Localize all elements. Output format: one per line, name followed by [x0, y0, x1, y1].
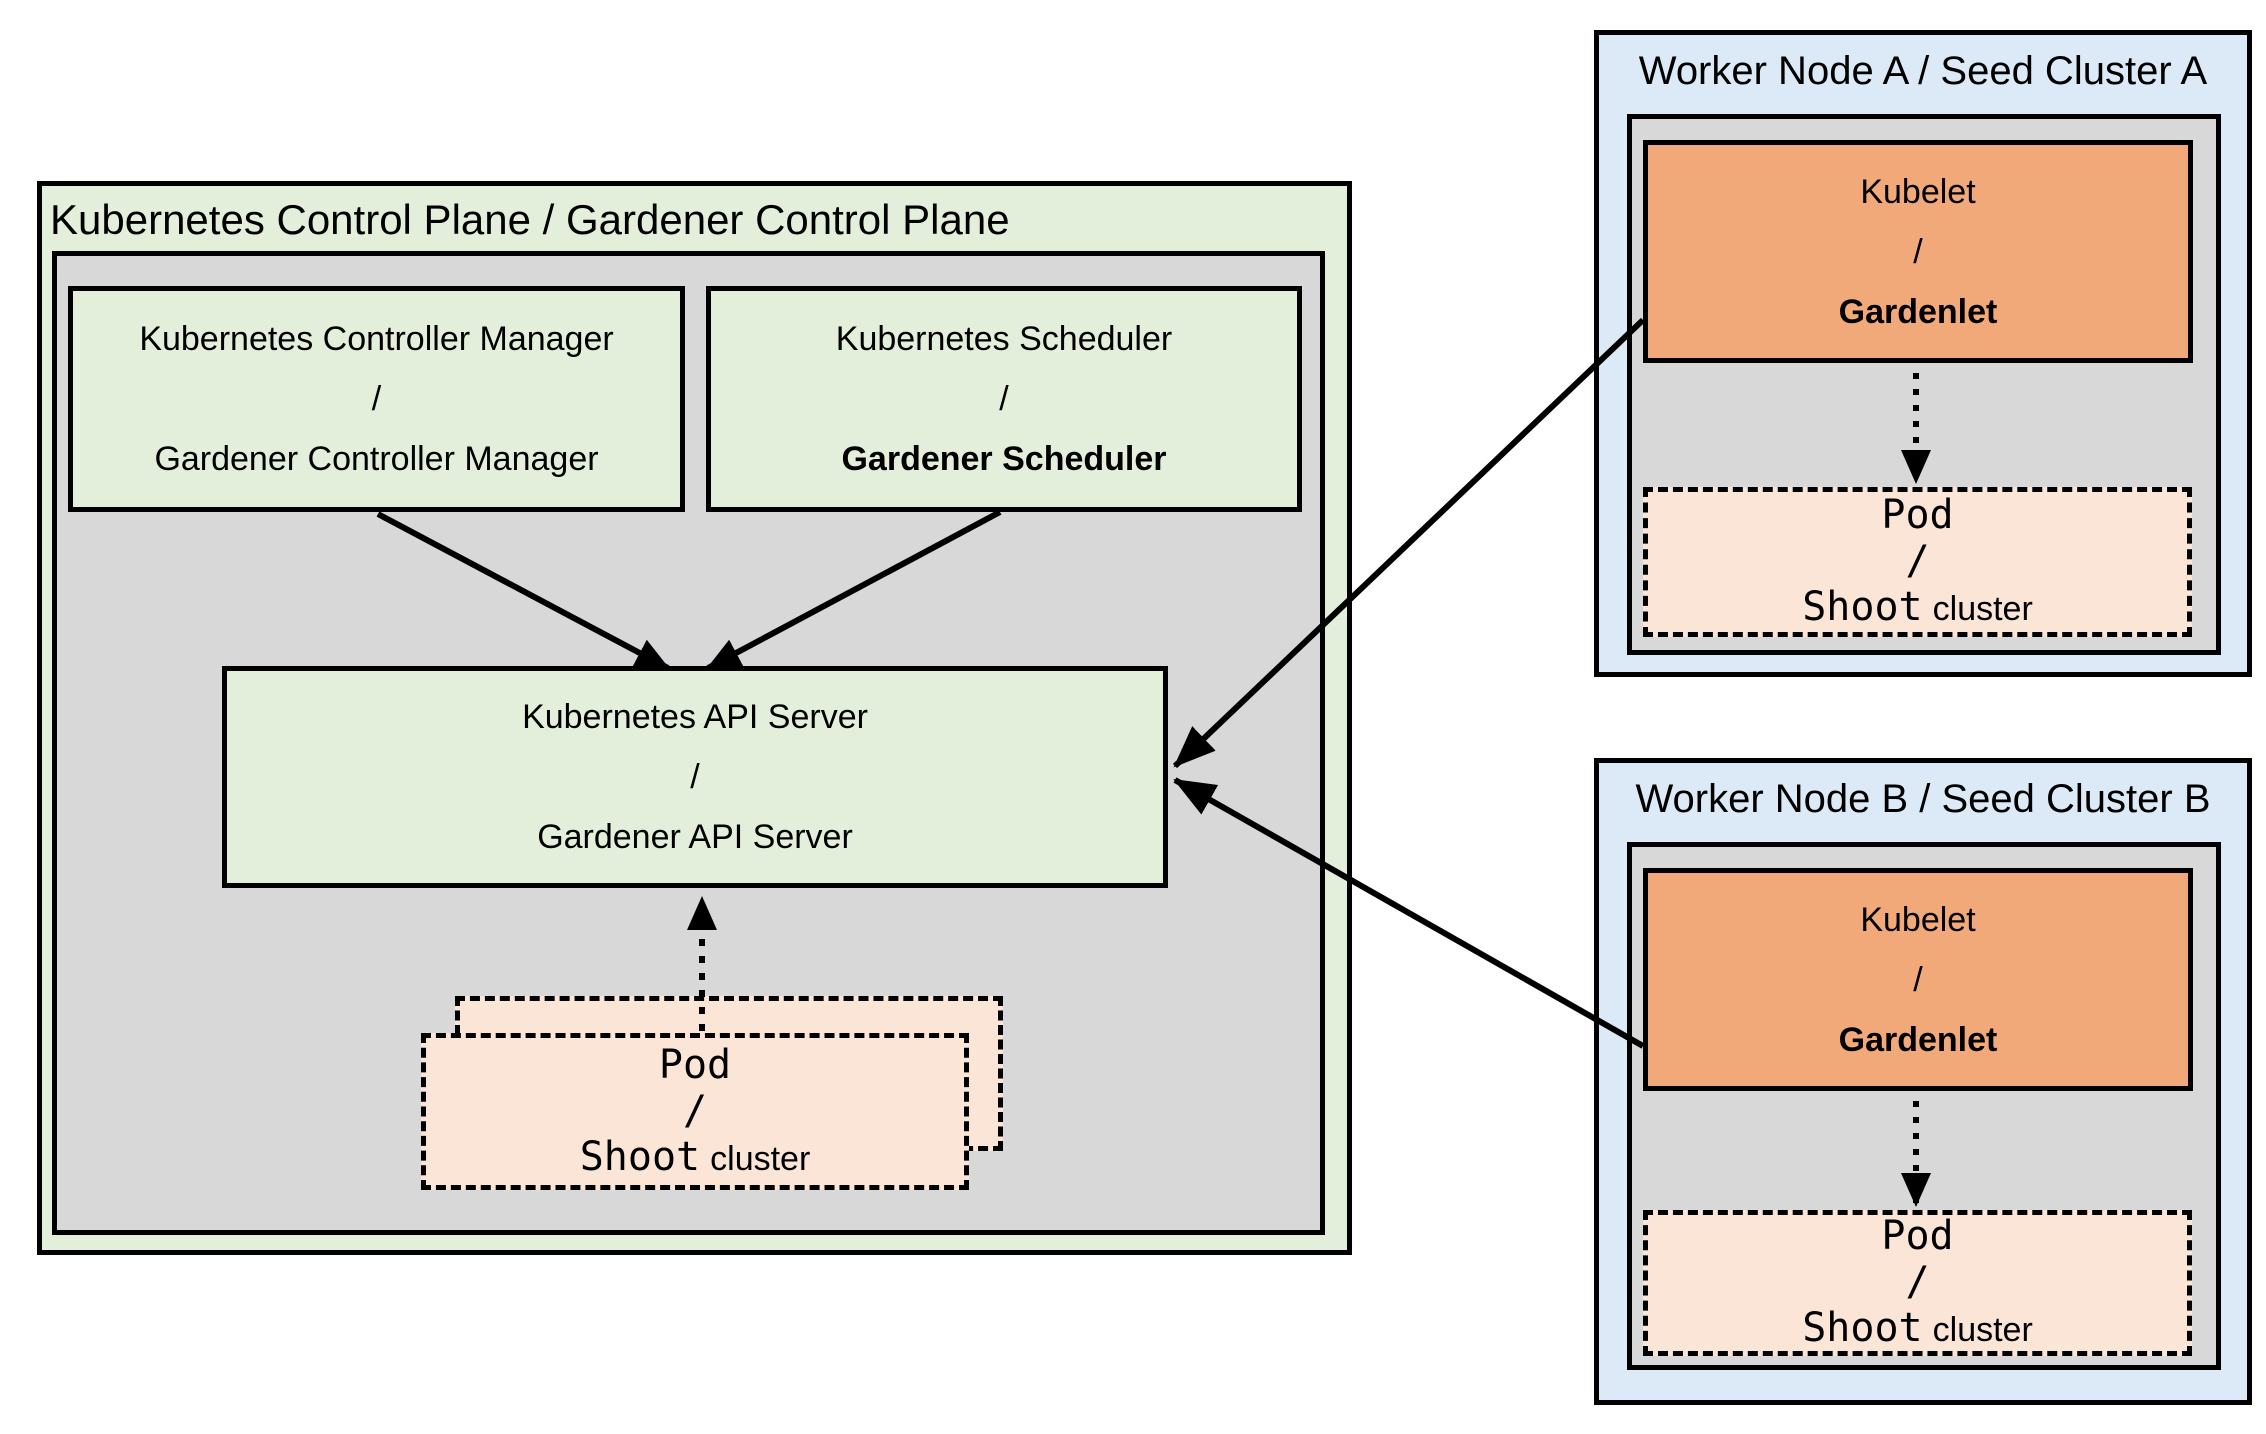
- controller-manager-label-top: Kubernetes Controller Manager: [139, 320, 614, 358]
- control-plane-title: Kubernetes Control Plane / Gardener Cont…: [50, 196, 1010, 243]
- kubelet-a-label-top: Kubelet: [1860, 172, 1976, 211]
- kubelet-a-box: Kubelet / Gardenlet: [1643, 140, 2193, 363]
- worker-node-b-title: Worker Node B / Seed Cluster B: [1635, 777, 2211, 821]
- pod-label-top: Pod: [658, 1041, 732, 1088]
- kubelet-b-label-top: Kubelet: [1860, 900, 1976, 939]
- pod-b-label-top: Pod: [1881, 1213, 1954, 1259]
- kubelet-a-label-sep: /: [1913, 232, 1923, 271]
- pod-a-label-sep: /: [1905, 538, 1930, 584]
- pod-b-label-shoot: Shoot: [1802, 1305, 1923, 1351]
- pod-a-label-shoot: Shoot: [1802, 584, 1923, 630]
- pod-a-label-cluster: cluster: [1932, 590, 2033, 628]
- controller-manager-box: Kubernetes Controller Manager / Gardener…: [68, 286, 685, 512]
- pod-b-label-cluster: cluster: [1932, 1311, 2033, 1349]
- pod-label-shoot: Shoot: [579, 1133, 701, 1180]
- kubelet-b-label-sep: /: [1913, 960, 1923, 999]
- api-server-label-sep: /: [690, 758, 700, 796]
- api-server-label-top: Kubernetes API Server: [522, 698, 868, 736]
- kubelet-b-label-bottom: Gardenlet: [1838, 1020, 1998, 1059]
- kubelet-a-label-bottom: Gardenlet: [1838, 292, 1998, 331]
- controller-manager-label-bottom: Gardener Controller Manager: [154, 440, 599, 478]
- controller-manager-label-sep: /: [371, 380, 382, 418]
- pod-b-label-sep: /: [1905, 1259, 1930, 1305]
- kubelet-b-box: Kubelet / Gardenlet: [1643, 868, 2193, 1091]
- api-server-label-bottom: Gardener API Server: [537, 818, 853, 856]
- pod-label-sep: /: [682, 1087, 708, 1134]
- scheduler-label-bottom: Gardener Scheduler: [841, 440, 1167, 478]
- pod-label-cluster: cluster: [710, 1139, 811, 1178]
- worker-node-a-title: Worker Node A / Seed Cluster A: [1638, 49, 2208, 93]
- scheduler-label-top: Kubernetes Scheduler: [835, 320, 1173, 358]
- scheduler-label-sep: /: [999, 380, 1009, 418]
- pod-a-label-top: Pod: [1881, 492, 1954, 538]
- api-server-box: Kubernetes API Server / Gardener API Ser…: [222, 666, 1168, 888]
- scheduler-box: Kubernetes Scheduler / Gardener Schedule…: [706, 286, 1302, 512]
